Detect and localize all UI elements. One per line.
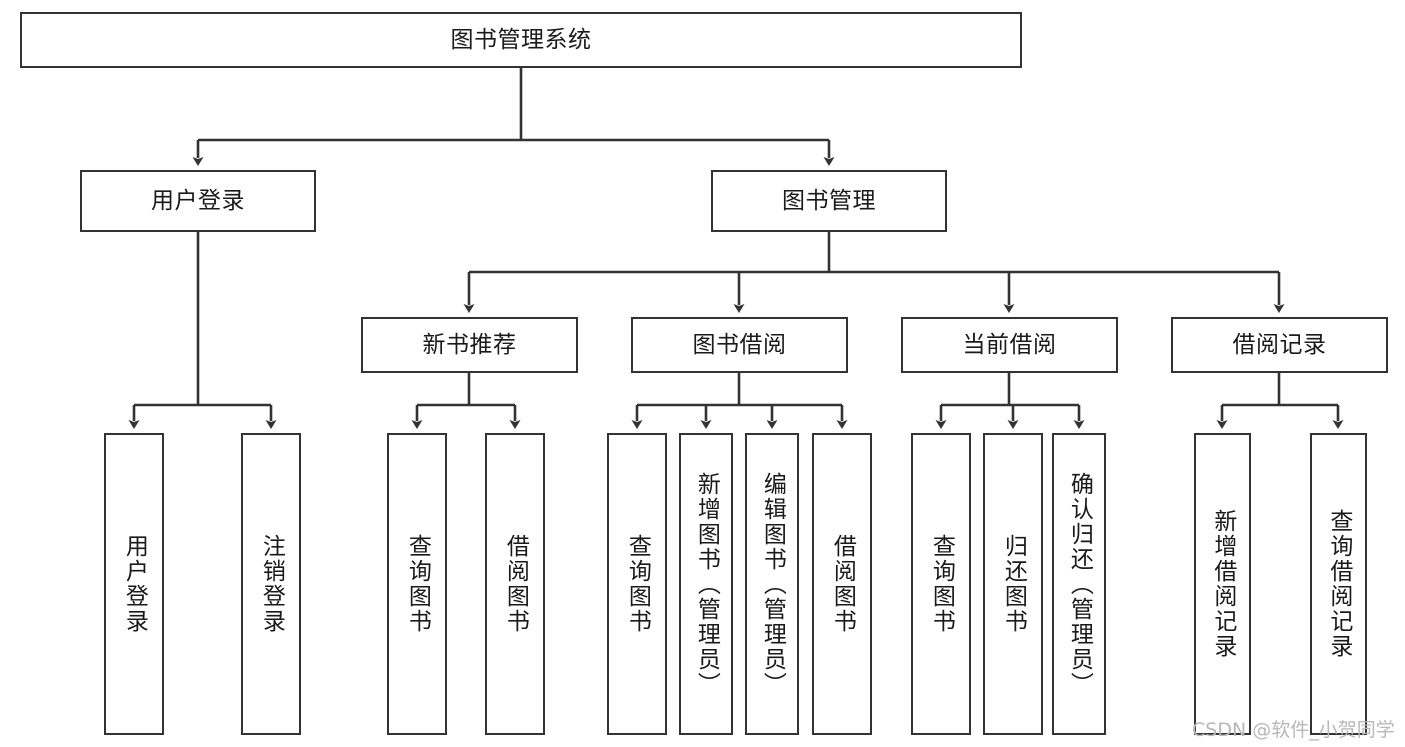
node-leaf-query-borrow-record-label: 查询借阅记录 <box>1325 509 1352 659</box>
node-leaf-add-book[interactable]: 新增图书（管理员） <box>679 433 733 735</box>
node-leaf-user-login[interactable]: 用户登录 <box>104 433 164 735</box>
node-leaf-query-book-2-label: 查询图书 <box>624 534 651 634</box>
node-current-borrow[interactable]: 当前借阅 <box>901 317 1118 373</box>
node-book-borrow-label: 图书借阅 <box>692 331 787 358</box>
node-user-login[interactable]: 用户登录 <box>80 170 316 232</box>
node-leaf-confirm-return[interactable]: 确认归还（管理员） <box>1052 433 1106 735</box>
node-leaf-query-book-3-label: 查询图书 <box>928 534 955 634</box>
node-leaf-query-book-3[interactable]: 查询图书 <box>911 433 971 735</box>
node-new-book-recommend-label: 新书推荐 <box>422 331 517 358</box>
node-leaf-add-borrow-record-label: 新增借阅记录 <box>1209 509 1236 659</box>
node-leaf-add-book-label: 新增图书（管理员） <box>693 471 720 697</box>
node-leaf-user-login-label: 用户登录 <box>121 534 148 634</box>
node-new-book-recommend[interactable]: 新书推荐 <box>361 317 578 373</box>
node-leaf-confirm-return-label: 确认归还（管理员） <box>1066 471 1093 697</box>
node-leaf-query-book-2[interactable]: 查询图书 <box>607 433 667 735</box>
node-leaf-edit-book[interactable]: 编辑图书（管理员） <box>745 433 799 735</box>
node-user-login-label: 用户登录 <box>151 187 245 214</box>
node-leaf-query-book-1[interactable]: 查询图书 <box>387 433 447 735</box>
node-root[interactable]: 图书管理系统 <box>20 12 1022 68</box>
node-leaf-query-book-1-label: 查询图书 <box>404 534 431 634</box>
node-leaf-borrow-book-2-label: 借阅图书 <box>829 534 856 634</box>
node-leaf-user-logout-label: 注销登录 <box>258 534 285 634</box>
node-leaf-query-borrow-record[interactable]: 查询借阅记录 <box>1310 433 1367 735</box>
node-leaf-borrow-book-1-label: 借阅图书 <box>502 534 529 634</box>
node-borrow-record-label: 借阅记录 <box>1232 331 1327 358</box>
node-root-label: 图书管理系统 <box>450 26 592 53</box>
node-current-borrow-label: 当前借阅 <box>962 331 1057 358</box>
node-leaf-add-borrow-record[interactable]: 新增借阅记录 <box>1194 433 1251 735</box>
node-leaf-user-logout[interactable]: 注销登录 <box>241 433 301 735</box>
node-leaf-edit-book-label: 编辑图书（管理员） <box>759 471 786 697</box>
node-borrow-record[interactable]: 借阅记录 <box>1171 317 1388 373</box>
node-leaf-borrow-book-1[interactable]: 借阅图书 <box>485 433 545 735</box>
node-book-management-label: 图书管理 <box>782 187 876 214</box>
node-book-borrow[interactable]: 图书借阅 <box>631 317 848 373</box>
node-leaf-return-book[interactable]: 归还图书 <box>983 433 1043 735</box>
node-leaf-borrow-book-2[interactable]: 借阅图书 <box>812 433 872 735</box>
csdn-watermark: CSDN @软件_小贺同学 <box>1192 719 1395 741</box>
node-leaf-return-book-label: 归还图书 <box>1000 534 1027 634</box>
node-book-management[interactable]: 图书管理 <box>711 170 947 232</box>
